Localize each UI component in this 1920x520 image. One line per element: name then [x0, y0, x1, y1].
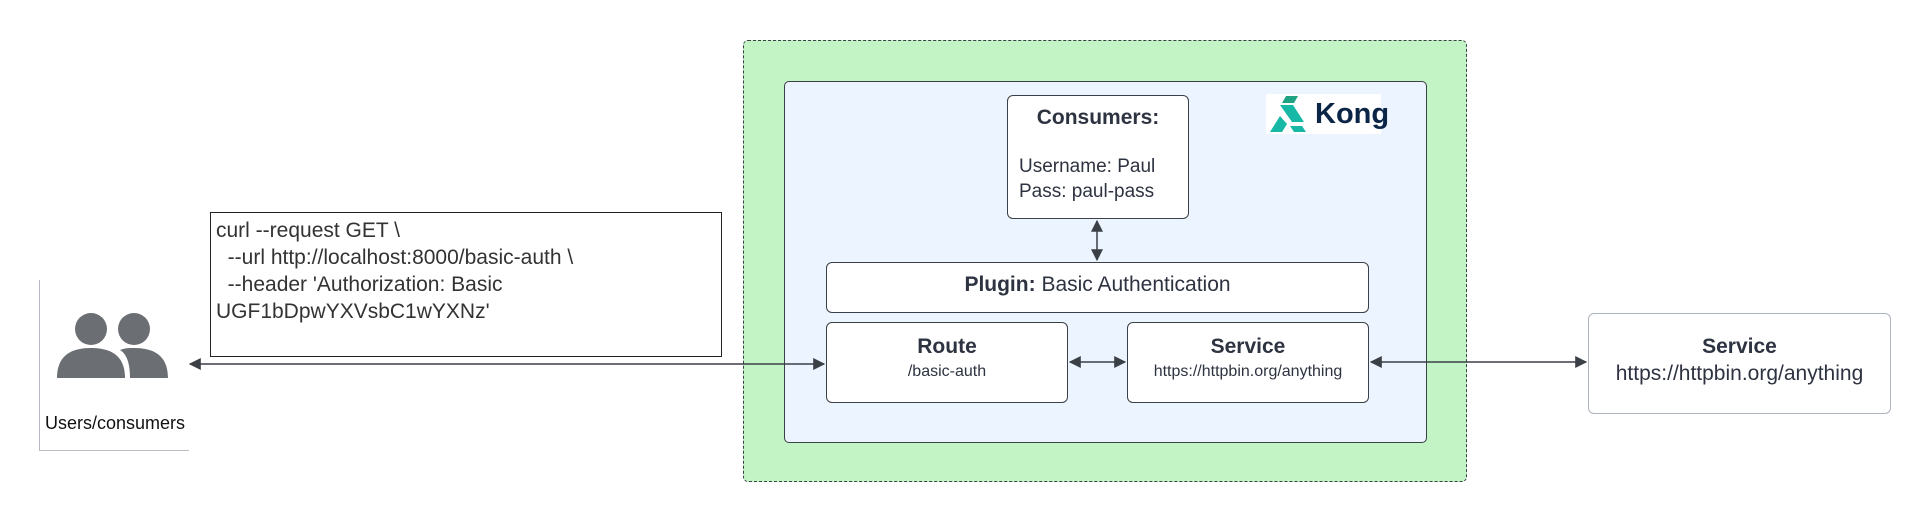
- route-title: Route: [917, 335, 977, 358]
- kong-logo-icon: [1270, 96, 1306, 132]
- route-card: [826, 322, 1068, 403]
- users-group-icon: [57, 313, 168, 378]
- consumers-card: [1007, 95, 1189, 219]
- curl-line-2: --url http://localhost:8000/basic-auth \: [216, 246, 574, 269]
- consumers-title: Consumers:: [1036, 106, 1160, 129]
- plugin-prefix: Plugin:: [964, 273, 1036, 296]
- kong-service-url: https://httpbin.org/anything: [1153, 363, 1343, 380]
- kong-logo: [1266, 94, 1381, 134]
- upstream-service-title: Service: [1702, 335, 1777, 358]
- curl-line-4: UGF1bDpwYXVsbC1wYXNz': [216, 300, 490, 323]
- plugin-name: Basic Authentication: [1041, 273, 1231, 296]
- curl-line-1: curl --request GET \: [216, 219, 400, 242]
- kong-service-title: Service: [1210, 335, 1286, 358]
- users-consumers-box: [39, 280, 189, 451]
- kong-service-card: [1127, 322, 1369, 403]
- consumer-password: Pass: paul-pass: [1019, 181, 1155, 202]
- upstream-service-card: [1588, 313, 1891, 414]
- kong-logo-text: Kong: [1315, 98, 1390, 130]
- curl-request-box: curl --request GET \ --url http://localh…: [210, 212, 722, 357]
- plugin-card: [826, 262, 1369, 313]
- users-consumers-label: Users/consumers: [44, 413, 186, 433]
- curl-line-3: --header 'Authorization: Basic: [216, 273, 503, 296]
- consumer-username: Username: Paul: [1019, 156, 1156, 177]
- upstream-service-url: https://httpbin.org/anything: [1615, 362, 1864, 385]
- plugin-label: Plugin: Basic Authentication: [826, 273, 1369, 297]
- route-path: /basic-auth: [907, 363, 987, 380]
